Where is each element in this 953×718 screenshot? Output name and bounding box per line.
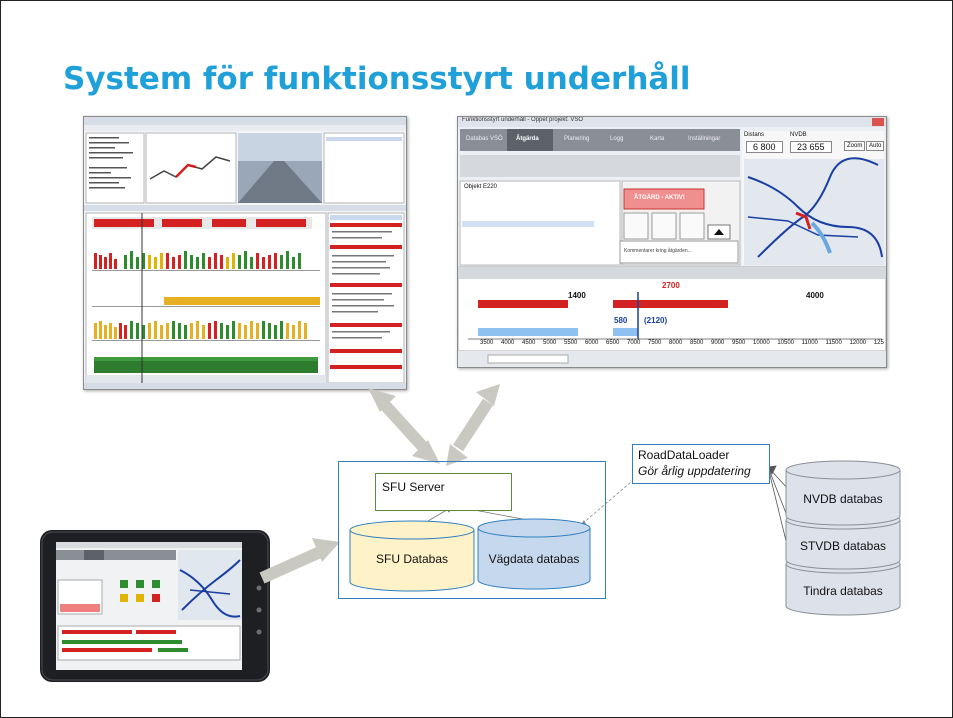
slide-title: System för funktionsstyrt underhåll bbox=[63, 61, 691, 97]
tab-karta[interactable]: Karta bbox=[650, 136, 665, 142]
axis-tick: 7000 bbox=[627, 340, 641, 346]
ruler-low-value-1: 580 bbox=[614, 316, 628, 325]
nvdb-value: 23 655 bbox=[790, 141, 832, 153]
distans-value: 6 800 bbox=[746, 141, 783, 153]
road-data-loader-subtitle: Gör årlig uppdatering bbox=[638, 464, 751, 478]
maintenance-app-screenshot: Funktionsstyrt underhåll - Öppet projekt… bbox=[457, 116, 887, 368]
zoom-button[interactable]: Zoom bbox=[844, 141, 866, 151]
ruler-mid-value-1: 1400 bbox=[568, 291, 586, 300]
analysis-app-graphic bbox=[84, 117, 406, 389]
axis-tick: 6500 bbox=[606, 340, 620, 346]
comment-field[interactable]: Kommentarer kring åtgärden... bbox=[624, 248, 692, 254]
ruler-low-value-2: (2120) bbox=[644, 316, 668, 325]
vagdata-database-label: Vägdata databas bbox=[488, 552, 580, 566]
tab-logg[interactable]: Logg bbox=[610, 136, 624, 142]
sfu-database-label: SFU Databas bbox=[375, 552, 449, 566]
tab-databas[interactable]: Databas VSÖ bbox=[466, 136, 503, 142]
ruler-top-value: 2700 bbox=[662, 281, 680, 290]
road-data-loader-box bbox=[632, 444, 770, 484]
axis-tick: 10500 bbox=[777, 340, 795, 346]
axis-tick: 6000 bbox=[585, 340, 599, 346]
tablet-device bbox=[40, 530, 270, 682]
axis-tick: 3500 bbox=[480, 340, 494, 346]
nvdb-label: NVDB bbox=[790, 132, 807, 138]
sfu-server-box bbox=[375, 473, 512, 511]
tablet-graphic bbox=[40, 530, 270, 682]
analysis-app-screenshot bbox=[83, 116, 407, 390]
axis-tick: 11000 bbox=[801, 340, 818, 346]
axis-tick-labels: 3500 4000 4500 5000 5500 6000 6500 7000 … bbox=[480, 340, 884, 346]
axis-tick: 10000 bbox=[753, 340, 770, 346]
distans-label: Distans bbox=[744, 132, 765, 138]
axis-tick: 12000 bbox=[849, 340, 867, 346]
window-title: Funktionsstyrt underhåll - Öppet projekt… bbox=[462, 117, 584, 123]
axis-tick: 4500 bbox=[522, 340, 536, 346]
axis-tick: 125 bbox=[873, 340, 884, 346]
tab-installningar[interactable]: Inställningar bbox=[688, 136, 721, 142]
tab-planering[interactable]: Planering bbox=[564, 136, 590, 142]
tab-atgarda[interactable]: Åtgärda bbox=[516, 136, 539, 142]
tindra-database-label: Tindra databas bbox=[803, 584, 883, 598]
objekt-header: Objekt E220 bbox=[464, 184, 498, 190]
auto-button[interactable]: Auto bbox=[866, 141, 885, 151]
ruler-mid-value-2: 4000 bbox=[806, 291, 824, 300]
axis-tick: 11500 bbox=[825, 340, 842, 346]
road-data-loader-title: RoadDataLoader bbox=[638, 448, 730, 462]
aktiv-label: ÅTGÄRD - AKTIV! bbox=[634, 195, 685, 201]
axis-tick: 7500 bbox=[648, 340, 662, 346]
axis-tick: 9500 bbox=[732, 340, 746, 346]
axis-tick: 9000 bbox=[711, 340, 725, 346]
stvdb-database-label: STVDB databas bbox=[799, 539, 887, 553]
axis-tick: 4000 bbox=[501, 340, 515, 346]
axis-tick: 5500 bbox=[564, 340, 578, 346]
axis-tick: 8000 bbox=[669, 340, 683, 346]
sfu-system-group bbox=[338, 461, 606, 599]
nvdb-database-label: NVDB databas bbox=[803, 492, 883, 506]
axis-tick: 8500 bbox=[690, 340, 704, 346]
axis-tick: 5000 bbox=[543, 340, 557, 346]
sfu-server-label: SFU Server bbox=[382, 480, 445, 494]
maintenance-app-graphic bbox=[458, 117, 886, 367]
